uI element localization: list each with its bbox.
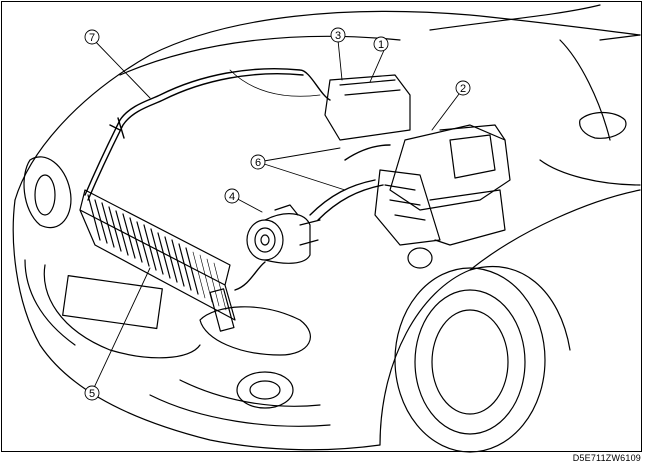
svg-text:3: 3 [335,30,341,42]
hvac-unit [324,74,511,269]
car-body [12,4,641,453]
callout-5: 5 [84,385,100,401]
hood-outline [14,10,641,201]
callout-7: 7 [84,29,100,45]
callout-6: 6 [250,154,266,170]
callouts: 1 2 3 4 5 6 7 [84,27,471,401]
callout-4: 4 [224,188,240,204]
line-upper [84,68,331,196]
figure-border [1,1,642,452]
svg-text:1: 1 [378,39,384,51]
svg-text:2: 2 [460,83,466,95]
figure-code: D5E711ZW6109 [572,453,641,463]
callout-2: 2 [455,80,471,96]
fender-right [379,265,571,446]
svg-text:6: 6 [255,157,261,169]
refrigerant-lines [84,68,391,291]
front-fascia [12,199,381,451]
svg-text:7: 7 [89,32,95,44]
leader-lines [91,37,463,393]
line-compressor-to-condenser [234,261,266,291]
fog-lamp [236,371,294,409]
side-mirror [579,111,627,139]
receiver-drier [209,288,235,332]
grille-opening [43,264,201,359]
svg-text:4: 4 [229,191,235,203]
compressor [246,204,321,264]
headlight-left [23,156,72,229]
front-wheel [394,267,546,453]
line-to-evaporator-6 [309,179,376,216]
callout-3: 3 [330,27,346,43]
windshield [429,4,601,31]
callout-1: 1 [373,36,389,52]
svg-text:5: 5 [89,388,95,400]
condenser [79,189,236,332]
headlight-right [199,306,311,356]
license-plate [62,275,163,330]
